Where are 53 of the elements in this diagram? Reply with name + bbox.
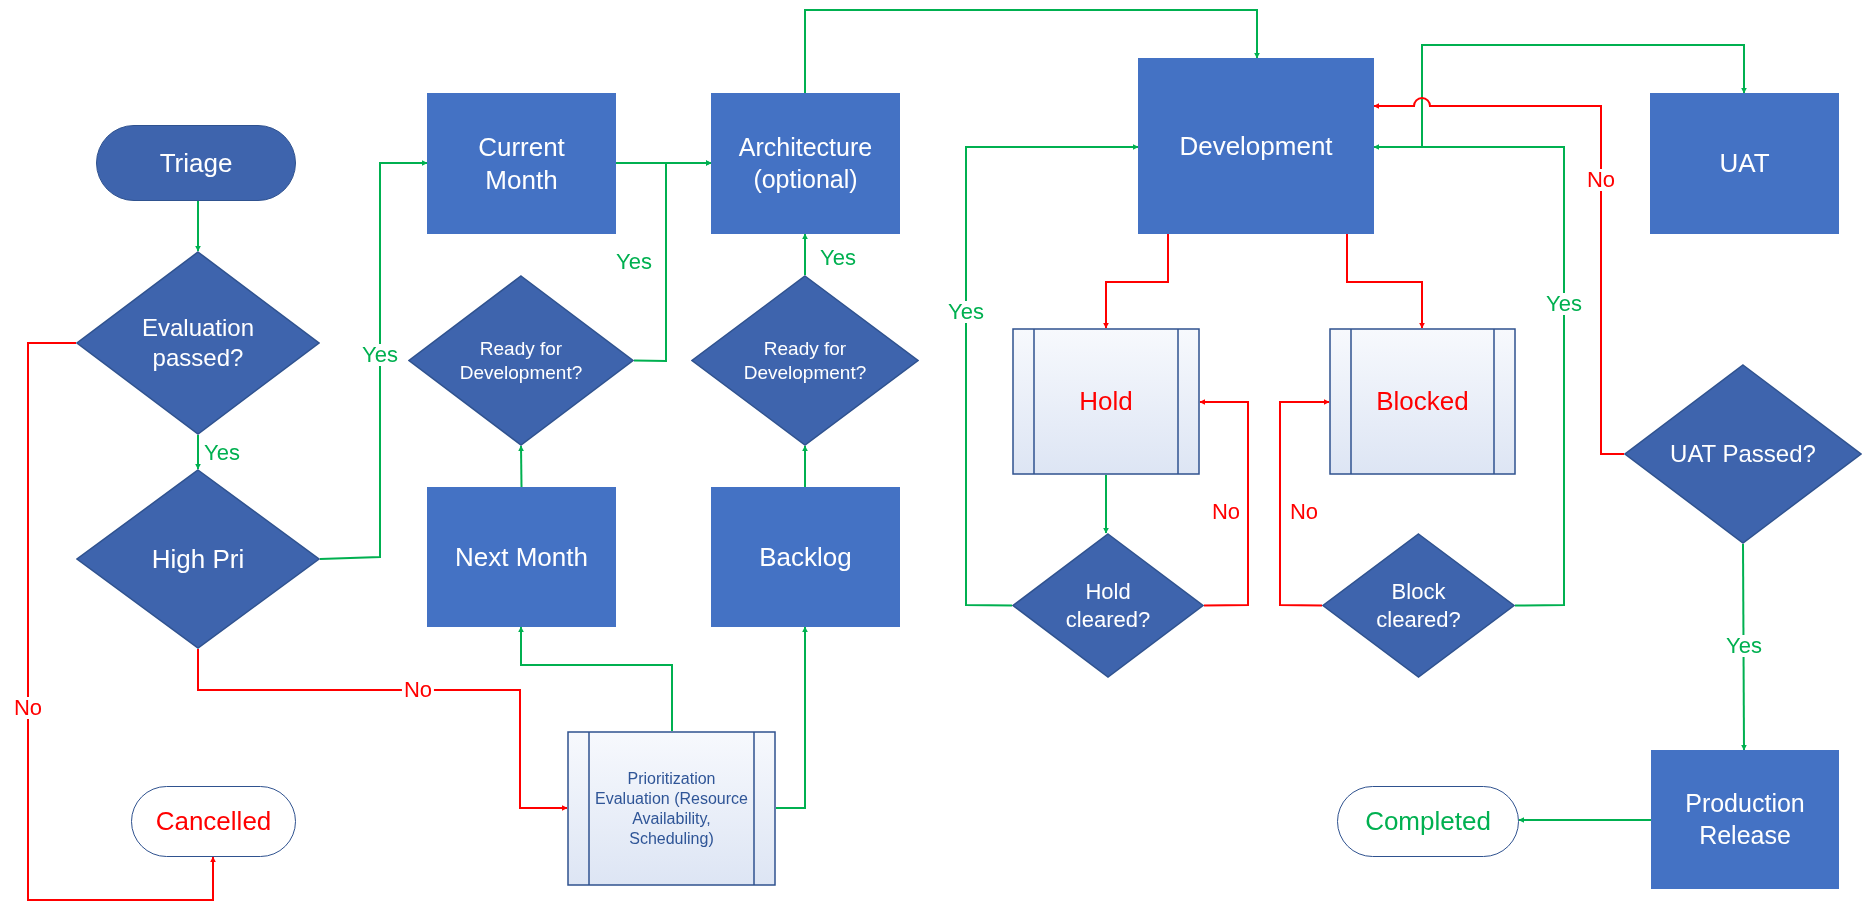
arrow xyxy=(27,342,216,901)
arrow xyxy=(1740,543,1747,751)
process-box xyxy=(1138,58,1374,234)
node-text: UAT Passed? xyxy=(1670,439,1816,469)
node-text: Backlog xyxy=(759,540,852,574)
process-box xyxy=(711,93,900,234)
node-text: Current Month xyxy=(477,131,566,196)
node-text: Development xyxy=(1179,129,1333,163)
arrow xyxy=(1199,399,1249,607)
arrow xyxy=(802,233,808,276)
process-box xyxy=(427,487,616,627)
node-text: Evaluation passed? xyxy=(140,313,256,373)
arrow xyxy=(195,200,201,252)
node-text: Hold xyxy=(1079,385,1133,418)
arrow xyxy=(1373,97,1625,455)
node-text: Completed xyxy=(1365,805,1491,838)
arrow xyxy=(802,445,808,488)
arrow xyxy=(518,445,525,488)
arrow xyxy=(195,434,201,470)
arrow xyxy=(775,626,808,809)
arrow xyxy=(965,144,1139,607)
edge-label: Yes xyxy=(1544,293,1584,315)
process-box xyxy=(1651,750,1839,889)
arrow xyxy=(804,9,1260,94)
node-text: Next Month xyxy=(455,540,588,574)
arrow xyxy=(1103,233,1169,329)
arrow xyxy=(1373,144,1565,607)
arrow xyxy=(1346,233,1425,329)
node-text: Architecture (optional) xyxy=(737,132,874,195)
node-text: Cancelled xyxy=(155,805,272,838)
process-box xyxy=(711,487,900,627)
node-text: Block cleared? xyxy=(1375,578,1462,633)
node-text: Triage xyxy=(159,146,233,180)
node-text: High Pri xyxy=(151,542,245,576)
arrow xyxy=(1103,474,1109,534)
arrow xyxy=(518,626,673,732)
arrow xyxy=(197,648,568,811)
process-box xyxy=(1650,93,1839,234)
node-text: Blocked xyxy=(1376,385,1469,418)
arrow xyxy=(1518,817,1652,823)
node-text: Prioritization Evaluation (Resource Availability, Scheduling) xyxy=(594,768,749,849)
arrow xyxy=(319,160,428,560)
node-text: Ready for Development? xyxy=(742,336,868,385)
arrow xyxy=(633,160,712,362)
node-text: UAT xyxy=(1719,147,1770,180)
edge-label: Yes xyxy=(360,344,400,366)
node-text: Hold cleared? xyxy=(1064,578,1152,633)
process-box xyxy=(427,93,616,234)
arrow xyxy=(1279,399,1330,607)
node-text: Ready for Development? xyxy=(458,336,584,385)
node-text: Production Release xyxy=(1684,788,1806,851)
edge-label: Yes xyxy=(946,301,986,323)
edge-label: Yes xyxy=(1724,635,1764,657)
